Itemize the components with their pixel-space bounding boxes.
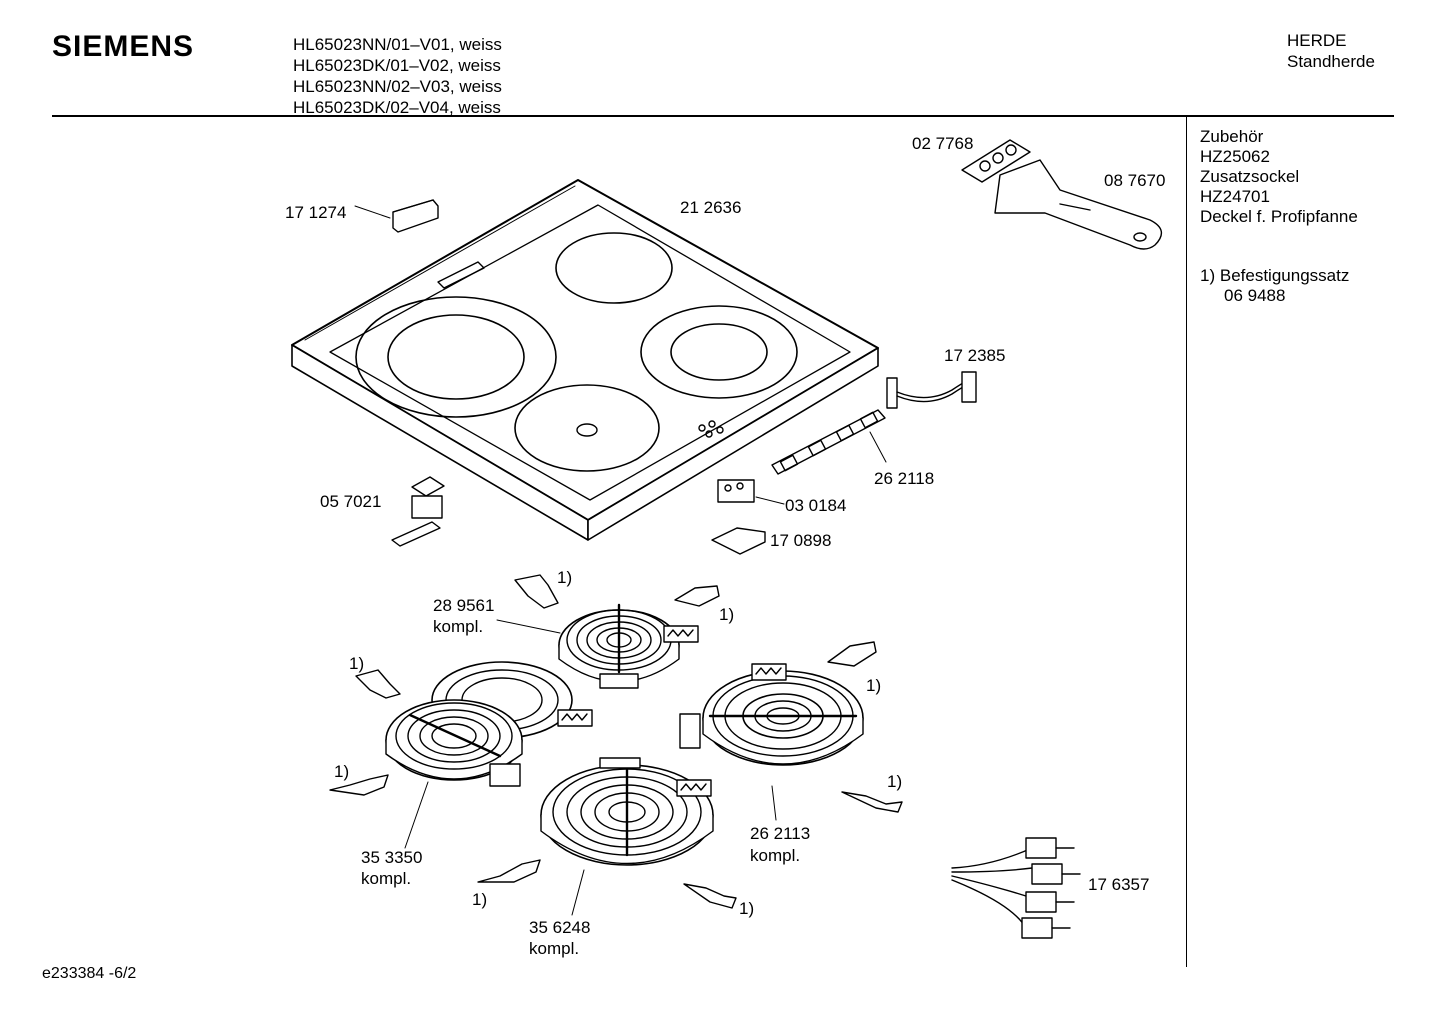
part-suffix: kompl. xyxy=(433,617,484,636)
category: HERDE Standherde xyxy=(1287,30,1375,72)
heating-element-289561 xyxy=(496,603,699,689)
cable-loom xyxy=(951,837,1081,939)
terminal-block-left xyxy=(391,476,445,547)
footnote-part: 06 9488 xyxy=(1224,286,1286,305)
category-title: HERDE xyxy=(1287,31,1347,50)
ref-marker: 1) xyxy=(887,772,903,791)
document-id: e233384 -6/2 xyxy=(42,965,137,982)
footnote-marker: 1) xyxy=(1200,266,1216,285)
part-suffix: kompl. xyxy=(750,846,801,865)
accessory-item: Zusatzsockel xyxy=(1200,167,1300,186)
brand-logo: SIEMENS xyxy=(52,30,195,63)
ref-marker: 1) xyxy=(739,899,755,918)
accessory-heading: Zubehör xyxy=(1200,127,1264,146)
ref-marker: 1) xyxy=(472,890,488,909)
ref-marker: 1) xyxy=(349,654,365,673)
footnote-text: Befestigungssatz xyxy=(1219,266,1350,285)
heating-element-262113 xyxy=(679,663,864,821)
category-subtitle: Standherde xyxy=(1287,52,1375,71)
model-line: HL65023DK/01–V02, weiss xyxy=(293,56,501,75)
scraper-tool xyxy=(961,139,1163,250)
accessory-item: HZ25062 xyxy=(1200,147,1270,166)
footnote: 1) Befestigungssatz 06 9488 xyxy=(1200,266,1349,306)
trim-clip-part xyxy=(354,199,439,233)
part-label: 17 2385 xyxy=(944,346,1006,365)
ref-marker: 1) xyxy=(557,568,573,587)
part-label: 17 0898 xyxy=(770,531,832,550)
fixing-clips xyxy=(329,574,903,909)
part-label: 35 6248 xyxy=(529,918,591,937)
heating-element-356248 xyxy=(540,757,714,916)
part-label: 02 7768 xyxy=(912,134,974,153)
part-label: 17 6357 xyxy=(1088,875,1150,894)
accessory-item: HZ24701 xyxy=(1200,187,1270,206)
part-suffix: kompl. xyxy=(361,869,412,888)
part-label: 21 2636 xyxy=(680,198,742,217)
wiring-harness xyxy=(886,371,977,409)
part-label: 05 7021 xyxy=(320,492,382,511)
part-suffix: kompl. xyxy=(529,939,580,958)
model-line: HL65023DK/02–V04, weiss xyxy=(293,98,501,117)
ref-marker: 1) xyxy=(866,676,882,695)
model-line: HL65023NN/01–V01, weiss xyxy=(293,35,502,54)
ref-marker: 1) xyxy=(719,605,735,624)
ref-marker: 1) xyxy=(334,762,350,781)
sidebar-divider xyxy=(1186,117,1187,967)
accessory-item: Deckel f. Profipfanne xyxy=(1200,207,1358,226)
model-list: HL65023NN/01–V01, weiss HL65023DK/01–V02… xyxy=(293,34,502,118)
part-label: 03 0184 xyxy=(785,496,847,515)
cooktop-panel xyxy=(291,179,879,541)
accessory-list: Zubehör HZ25062 Zusatzsockel HZ24701 Dec… xyxy=(1200,127,1358,227)
terminal-block-right xyxy=(711,479,785,555)
heating-element-353350 xyxy=(385,661,593,849)
part-label: 28 9561 xyxy=(433,596,495,615)
model-line: HL65023NN/02–V03, weiss xyxy=(293,77,502,96)
part-label: 26 2113 xyxy=(750,824,811,843)
control-board xyxy=(771,409,887,475)
part-label: 08 7670 xyxy=(1104,171,1166,190)
header-divider xyxy=(52,115,1394,117)
part-label: 35 3350 xyxy=(361,848,423,867)
part-label: 26 2118 xyxy=(874,469,935,488)
part-label: 17 1274 xyxy=(285,203,347,222)
